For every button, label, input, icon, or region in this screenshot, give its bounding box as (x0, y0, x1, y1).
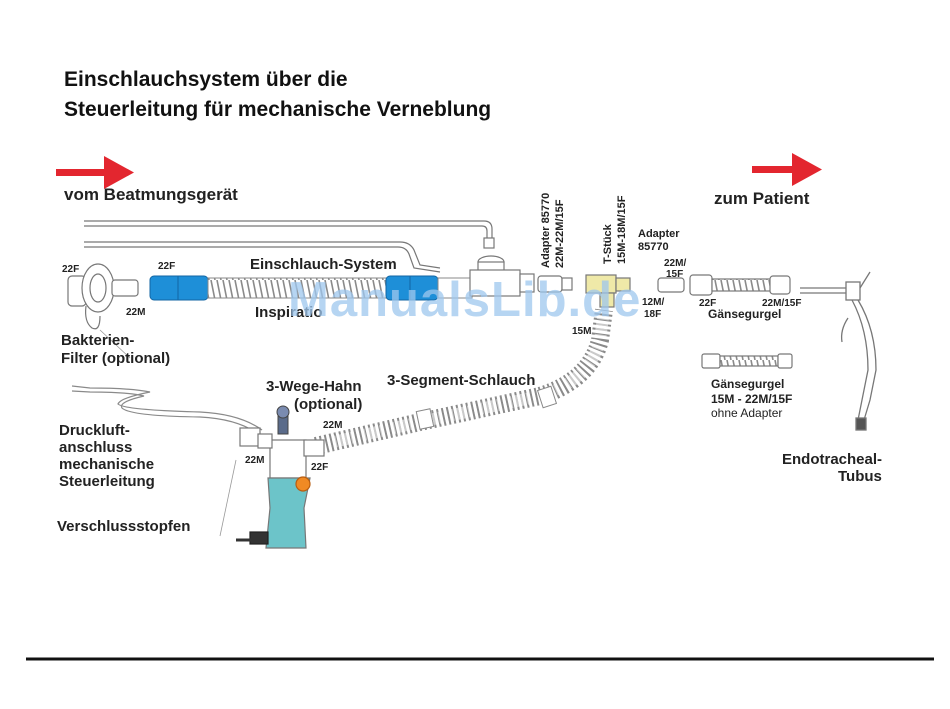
label-filter-line-2: Filter (optional) (61, 350, 171, 367)
arrow-right-icon (56, 156, 134, 189)
label-filter-line-1: Bakterien- (61, 332, 135, 349)
size-adapter-22m: 22M/ (664, 258, 687, 269)
size-goose-22f: 22F (699, 298, 717, 309)
size-filter-22m: 22M (126, 307, 146, 318)
stopcock-icon (276, 405, 290, 435)
title-line-1: Einschlauchsystem über die (64, 68, 348, 91)
endotracheal-tube-icon (800, 271, 877, 431)
size-adapter-15f: 15F (666, 269, 684, 280)
size-tee-15m: 15M (572, 326, 592, 337)
gooseneck-icon (701, 353, 793, 369)
size-tee-obscured-1: 12M/ (642, 297, 665, 308)
size-hose-22f: 22F (158, 261, 176, 272)
size-filter-22f: 22F (62, 264, 80, 275)
label-adapter-vertical-1: Adapter 85770 (540, 192, 552, 268)
label-druckluft-4: Steuerleitung (59, 473, 155, 490)
label-stopcock-line-1: 3-Wege-Hahn (266, 378, 362, 395)
label-from-ventilator: vom Beatmungsgerät (64, 185, 238, 204)
label-3-segment-hose: 3-Segment-Schlauch (387, 372, 536, 389)
t-connector-icon (469, 255, 535, 297)
label-tstueck-vertical-1: T-Stück (602, 224, 614, 264)
label-adapter-right-2: 85770 (638, 241, 669, 253)
label-adapter-right-1: Adapter (638, 228, 680, 240)
label-gaensegurgel-bottom-1: Gänsegurgel (711, 377, 785, 391)
arrow-right-icon (752, 153, 822, 186)
tube-icon (537, 274, 791, 308)
label-stopcock-line-2: (optional) (294, 396, 363, 413)
label-druckluft-3: mechanische (59, 456, 155, 473)
label-verschlussstopfen: Verschlussstopfen (57, 518, 191, 535)
title-line-2: Steuerleitung für mechanische Verneblung (64, 98, 492, 121)
label-gaensegurgel-top: Gänsegurgel (708, 307, 782, 321)
label-endotracheal-1: Endotracheal- (782, 451, 883, 468)
label-to-patient: zum Patient (714, 189, 810, 208)
label-tstueck-vertical-2: 15M-18M/15F (616, 195, 628, 264)
label-endotracheal-2: Tubus (838, 468, 882, 485)
size-valve-22m-left: 22M (245, 455, 265, 466)
size-goose-22m15f: 22M/15F (762, 298, 802, 309)
nebulizer-icon (236, 427, 325, 549)
pressure-line (71, 385, 263, 435)
label-inspiratio: Inspiratio (255, 304, 323, 321)
label-druckluft-1: Druckluft- (59, 422, 130, 439)
label-gaensegurgel-bottom-2: 15M - 22M/15F (711, 392, 793, 406)
corrugated-hose-icon (313, 308, 613, 455)
leader-lines (99, 329, 237, 537)
label-einschlauch-system: Einschlauch-System (250, 256, 397, 273)
label-druckluft-2: anschluss (59, 439, 133, 456)
control-line (84, 220, 495, 273)
label-adapter-vertical-2: 22M-22M/15F (554, 199, 566, 268)
size-tee-obscured-2: 18F (644, 309, 662, 320)
bacterial-filter-icon (67, 263, 139, 330)
size-valve-22m-top: 22M (323, 420, 343, 431)
watermark: ManualsLib.de (288, 273, 642, 327)
label-ohne-adapter: ohne Adapter (711, 406, 783, 420)
size-valve-22f: 22F (311, 462, 329, 473)
